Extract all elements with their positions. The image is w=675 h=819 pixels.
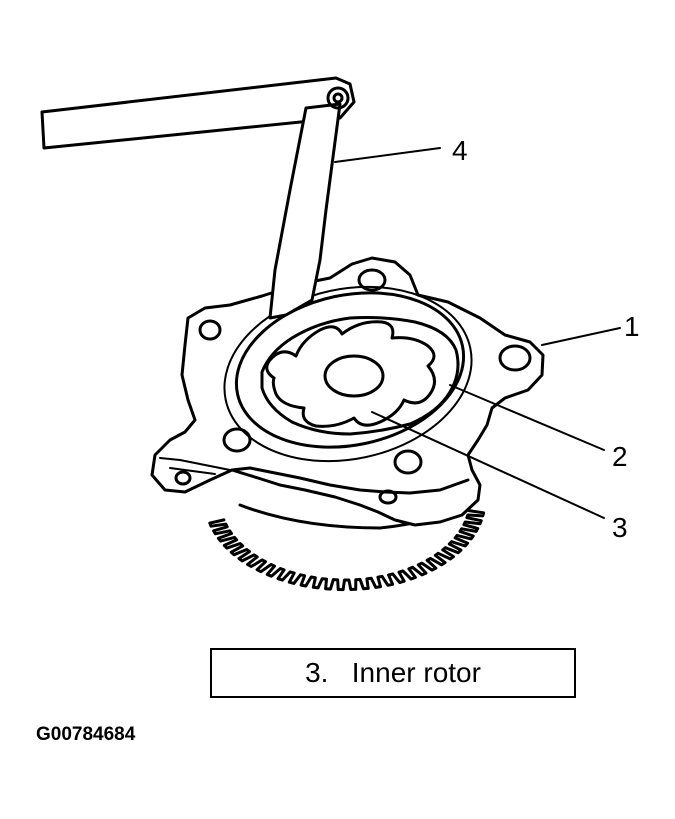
leader-line-4 <box>334 147 441 163</box>
legend-box: 3. Inner rotor <box>210 648 576 698</box>
figure-id: G00784684 <box>36 724 136 745</box>
bolt-hole-left-upper <box>198 319 222 341</box>
sprocket-teeth <box>208 509 486 592</box>
bolt-hole-far-left <box>174 470 192 486</box>
bolt-hole-lower-right <box>378 489 398 505</box>
bolt-hole-left <box>222 427 252 453</box>
legend-text: Inner rotor <box>351 657 481 688</box>
pump-cavity-rim <box>223 285 473 463</box>
leader-line-2 <box>449 384 605 451</box>
feeler-arm-horizontal <box>40 76 356 150</box>
arm-pivot-bolt-center <box>332 92 344 104</box>
feeler-arm-vertical <box>268 102 342 320</box>
leader-line-1 <box>541 327 621 346</box>
housing-side-shading <box>159 457 231 475</box>
bolt-hole-top <box>357 268 387 292</box>
inner-rotor-hub <box>323 354 385 398</box>
bolt-hole-right <box>498 344 532 372</box>
bolt-hole-bottom <box>393 449 423 475</box>
arm-pivot-bolt <box>326 86 350 110</box>
inner-rotor <box>265 320 436 428</box>
leader-line-3 <box>371 411 605 519</box>
callout-1: 1 <box>624 311 640 342</box>
legend-number: 3. <box>305 657 329 688</box>
callout-4: 4 <box>452 135 468 166</box>
callout-3: 3 <box>612 512 628 543</box>
callout-2: 2 <box>612 441 628 472</box>
housing-lower-edge <box>230 466 470 495</box>
